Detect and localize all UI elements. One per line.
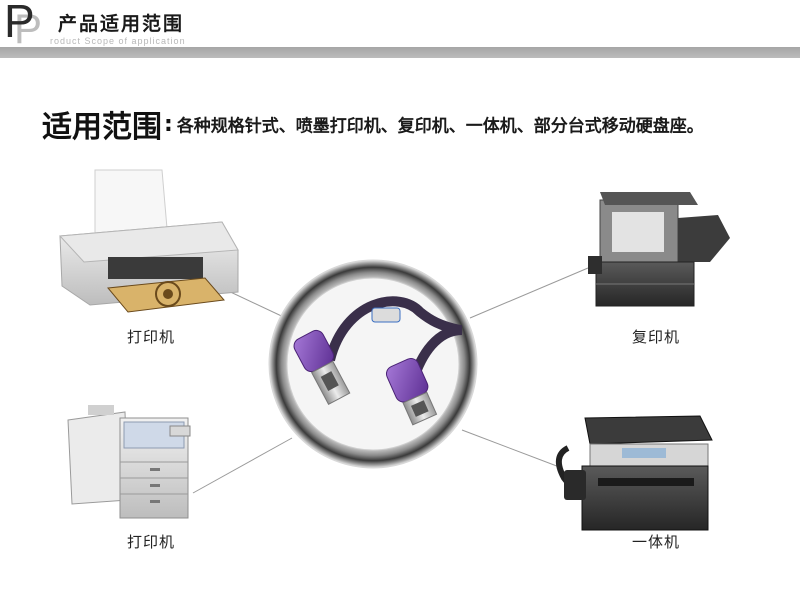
line-bottom-right	[461, 429, 563, 469]
inkjet-printer-image	[58, 169, 239, 313]
scope-text: 各种规格针式、喷墨打印机、复印机、一体机、部分台式移动硬盘座。	[176, 116, 704, 137]
logo-letter: P	[4, 0, 35, 47]
floor-copier-image	[67, 405, 191, 519]
scope-statement: 适用范围:各种规格针式、喷墨打印机、复印机、一体机、部分台式移动硬盘座。	[42, 102, 704, 145]
line-bottom-left	[192, 437, 293, 494]
copier-image	[588, 192, 730, 307]
usb-cable-circle	[268, 259, 478, 469]
header-divider-bar	[0, 47, 800, 58]
logo-letter-shadow: P	[14, 5, 43, 52]
label-top-right-copier: 复印机	[632, 328, 681, 346]
label-bottom-right-mfp: 一体机	[632, 533, 681, 551]
scope-title: 适用范围	[42, 110, 162, 145]
label-bottom-left-printer: 打印机	[127, 533, 176, 551]
multifunction-printer-image	[555, 415, 713, 531]
page-header: P P 产品适用范围 roduct Scope of application	[0, 0, 800, 62]
scope-colon: :	[164, 111, 173, 137]
line-top-right	[469, 267, 589, 319]
header-title: 产品适用范围	[58, 13, 185, 35]
label-top-left-printer: 打印机	[127, 328, 176, 346]
header-subtitle: roduct Scope of application	[50, 36, 186, 46]
